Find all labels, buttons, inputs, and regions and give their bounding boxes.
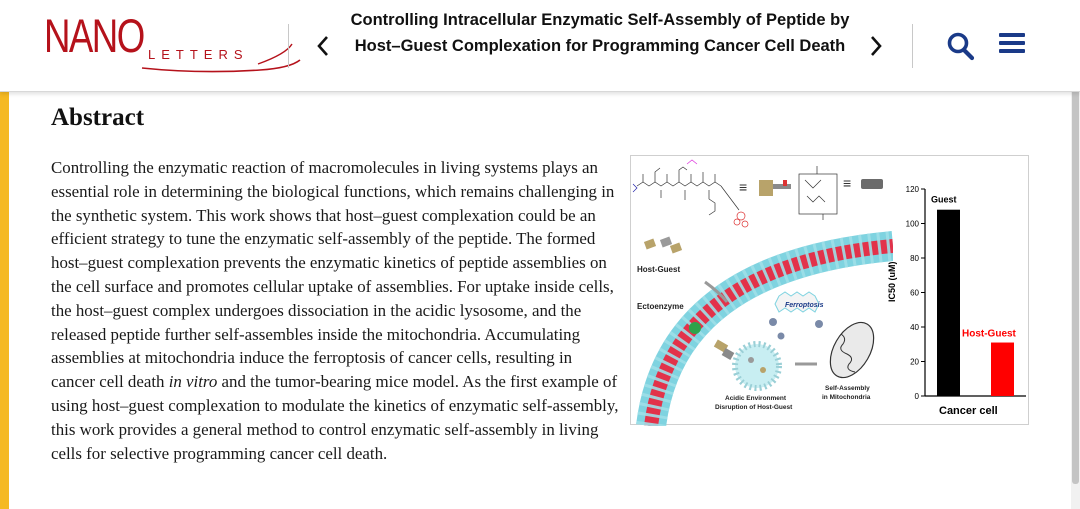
top-navigation-bar: NANO LETTERS Controlling Intracellular E…: [0, 0, 1080, 92]
guest-molecule-icon: [759, 180, 791, 196]
equals-symbol: ≡: [739, 179, 747, 195]
iron-ion: [777, 332, 785, 340]
acidic-environment-label: Acidic Environment: [725, 395, 787, 402]
lysosome-particle: [760, 367, 766, 373]
cell-membrane-illustration: [636, 231, 893, 426]
hamburger-line: [999, 41, 1025, 45]
menu-button[interactable]: [999, 31, 1027, 57]
graphical-abstract-figure[interactable]: ≡ ≡ Host-Guest Ectoenzyme Acidic Environ…: [630, 155, 1029, 426]
y-tick-label: 80: [910, 254, 919, 263]
divider: [288, 24, 289, 68]
arrow-icon: [704, 280, 729, 303]
y-axis-label: IC50 (uM): [887, 261, 897, 302]
y-tick-label: 40: [910, 323, 919, 332]
bar-label: Host-Guest: [962, 329, 1017, 340]
host-macrocycle-icon: [861, 179, 883, 189]
page-scrollbar[interactable]: [1071, 0, 1080, 509]
host-guest-complex-icon: [643, 236, 735, 360]
abstract-heading: Abstract: [51, 104, 145, 131]
hamburger-menu-icon: [999, 33, 1025, 37]
abstract-text-part: and the tumor-bearing mice model. As the…: [51, 372, 619, 463]
article-title: Controlling Intracellular Enzymatic Self…: [350, 11, 850, 55]
divider: [912, 24, 913, 68]
next-article-button[interactable]: [864, 30, 888, 62]
chevron-right-icon: [871, 36, 882, 56]
lysosome-particle: [748, 357, 754, 363]
lysosome-icon: [732, 341, 782, 391]
y-tick-label: 0: [915, 392, 920, 401]
logo-subtitle: LETTERS: [148, 47, 249, 62]
section-accent-bar: [0, 92, 9, 509]
bar-guest: [937, 209, 960, 396]
equals-symbol: ≡: [843, 175, 851, 191]
peptide-structure-icon: [632, 159, 749, 228]
bar-label: Guest: [931, 195, 957, 205]
y-tick-label: 60: [910, 289, 919, 298]
host-structure-icon: [798, 166, 838, 220]
mitochondria-label: in Mitochondria: [822, 394, 871, 401]
y-tick-label: 100: [906, 220, 920, 229]
y-tick-label: 20: [910, 358, 919, 367]
ferroptosis-label: Ferroptosis: [785, 302, 824, 309]
bar-host-guest: [991, 342, 1014, 396]
host-guest-disruption-label: Disruption of Host-Guest: [715, 404, 793, 411]
ferroptosis-badge: [774, 291, 820, 313]
mitochondria-icon: [829, 321, 875, 379]
iron-ion: [769, 318, 777, 326]
mitochondria-cristae: [840, 333, 856, 373]
search-button[interactable]: [946, 30, 976, 62]
search-icon: [947, 32, 975, 61]
nano-letters-logo[interactable]: NANO LETTERS: [44, 9, 301, 74]
self-assembly-label: Self-Assembly: [825, 385, 870, 392]
x-axis-label: Cancer cell: [939, 405, 998, 417]
scrollbar-thumb[interactable]: [1072, 14, 1079, 484]
previous-article-button[interactable]: [311, 30, 335, 62]
ectoenzyme-icon: [689, 322, 701, 334]
abstract-italic: in vitro: [168, 372, 218, 392]
logo-swoosh-icon: [141, 43, 301, 73]
chevron-left-icon: [317, 36, 328, 56]
logo-wordmark: NANO: [44, 9, 145, 62]
host-guest-label: Host-Guest: [637, 265, 680, 274]
y-tick-label: 120: [906, 185, 920, 194]
ectoenzyme-label: Ectoenzyme: [637, 302, 684, 311]
iron-ion: [815, 320, 823, 328]
hamburger-line: [999, 49, 1025, 53]
abstract-body: Controlling the enzymatic reaction of ma…: [51, 156, 619, 465]
abstract-text-part: Controlling the enzymatic reaction of ma…: [51, 158, 615, 392]
graphical-abstract-svg: ≡ ≡ Host-Guest Ectoenzyme Acidic Environ…: [632, 159, 1026, 426]
y-axis-ticks: 0 20 40 60 80 100 120: [906, 185, 925, 401]
